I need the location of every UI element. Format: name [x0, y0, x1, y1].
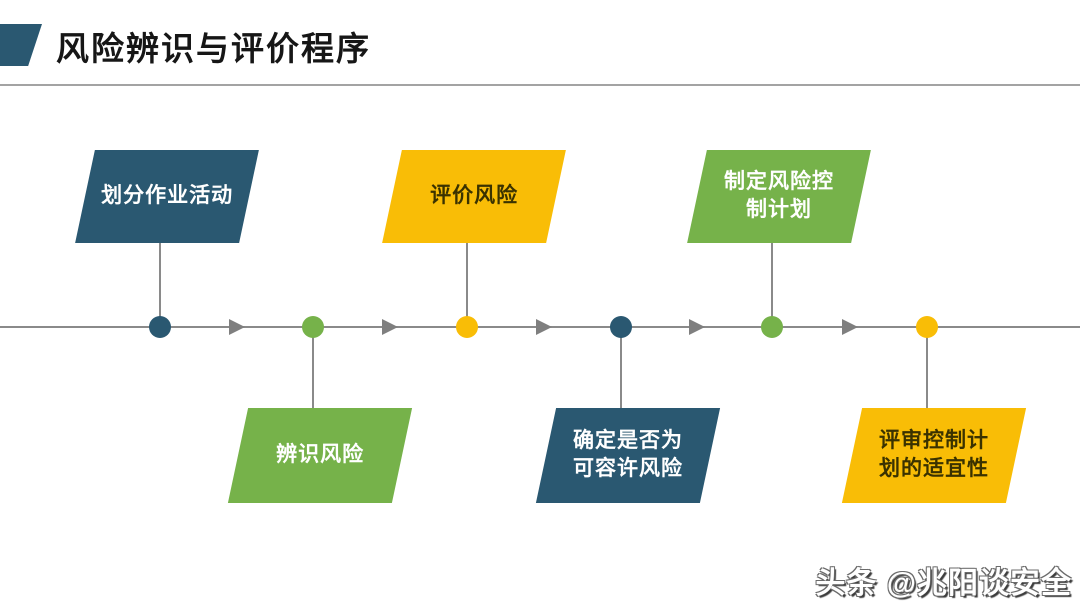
- step-connector: [312, 328, 314, 408]
- timeline-arrow-right-icon: [382, 319, 398, 335]
- step-shape-1: 划分作业活动: [75, 150, 259, 243]
- step-connector: [771, 243, 773, 327]
- header-divider: [0, 84, 1080, 86]
- step-label: 确定是否为 可容许风险: [573, 429, 683, 481]
- timeline-dot-4: [610, 316, 632, 338]
- step-label: 划分作业活动: [101, 184, 233, 208]
- timeline-dot-6: [916, 316, 938, 338]
- step-connector: [159, 243, 161, 327]
- step-label: 评审控制计 划的适宜性: [879, 429, 989, 481]
- timeline-arrow-right-icon: [689, 319, 705, 335]
- step-connector: [620, 328, 622, 408]
- page-title: 风险辨识与评价程序: [56, 32, 371, 68]
- step-shape-3: 评价风险: [382, 150, 566, 243]
- step-label: 辨识风险: [276, 443, 364, 467]
- timeline-dot-5: [761, 316, 783, 338]
- step-shape-4: 确定是否为 可容许风险: [535, 408, 721, 503]
- watermark-text: 头条 @兆阳谈安全: [815, 567, 1072, 600]
- timeline-dot-1: [149, 316, 171, 338]
- timeline-arrow-right-icon: [842, 319, 858, 335]
- step-connector: [466, 243, 468, 327]
- step-shape-6: 评审控制计 划的适宜性: [841, 408, 1027, 503]
- step-shape-5: 制定风险控 制计划: [687, 150, 871, 243]
- title-accent-shape: [0, 24, 42, 66]
- step-connector: [926, 328, 928, 408]
- step-shape-2: 辨识风险: [227, 408, 413, 503]
- step-label: 制定风险控 制计划: [724, 170, 834, 222]
- timeline-dot-2: [302, 316, 324, 338]
- timeline-arrow-right-icon: [536, 319, 552, 335]
- step-label: 评价风险: [430, 184, 518, 208]
- timeline-arrow-right-icon: [229, 319, 245, 335]
- timeline-dot-3: [456, 316, 478, 338]
